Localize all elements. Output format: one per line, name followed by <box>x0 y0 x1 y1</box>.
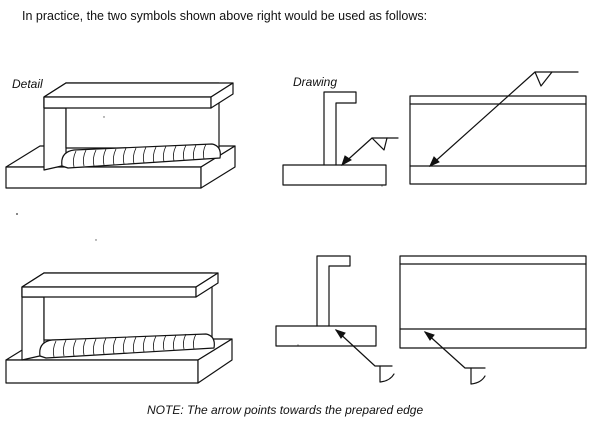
detail-label: Detail <box>12 77 43 91</box>
drawing-top-side-leader <box>429 71 579 167</box>
drawing-top-end-leader <box>341 137 399 166</box>
detail-top-weld-bead <box>61 143 221 169</box>
drawing-top-end-weld-symbol <box>371 137 388 151</box>
drawing-bottom-end-plate <box>275 325 377 347</box>
drawing-bottom-side-view <box>399 255 587 385</box>
drawing-bottom-side-leader <box>424 331 486 369</box>
drawing-bottom-side-weld-symbol <box>470 367 486 385</box>
drawing-bottom-side-outline <box>399 255 587 349</box>
detail-top-plate-side <box>200 145 236 189</box>
drawing-bottom-side-arrowhead <box>423 331 435 341</box>
detail-bottom-illustration <box>5 272 233 384</box>
detail-bottom-flange-side <box>195 272 219 298</box>
scan-specks <box>16 116 383 346</box>
drawing-top-end-section <box>323 91 357 166</box>
drawing-label: Drawing <box>293 75 338 89</box>
drawing-top-end-arrowhead <box>341 155 352 167</box>
drawing-top-side-weld-symbol <box>534 71 553 87</box>
drawing-bottom-end-weld-symbol <box>379 365 395 383</box>
detail-bottom-flange-front <box>21 286 197 298</box>
drawing-top-end-view <box>282 91 399 186</box>
detail-top-illustration <box>5 82 236 189</box>
detail-top-flange-front <box>43 96 212 109</box>
drawing-bottom-end-section <box>316 255 351 327</box>
detail-top-flange-top <box>43 82 234 98</box>
detail-bottom-flange-top <box>21 272 219 288</box>
detail-top-flange-side <box>210 82 234 109</box>
detail-bottom-weld-ripples <box>52 333 197 358</box>
drawing-bottom-end-view <box>275 255 395 383</box>
drawing-bottom-end-arrowhead <box>334 329 346 339</box>
drawing-top-end-plate <box>282 164 387 186</box>
drawing-top-side-outline <box>409 95 587 185</box>
drawing-top-side-arrowhead <box>429 156 440 167</box>
drawing-bottom-end-leader <box>335 329 393 367</box>
detail-bottom-plate-side <box>197 338 233 384</box>
detail-top-plate-front <box>5 166 202 189</box>
detail-bottom-plate-front <box>5 359 199 384</box>
intro-text: In practice, the two symbols shown above… <box>22 9 428 23</box>
note-text: NOTE: The arrow points towards the prepa… <box>147 403 424 417</box>
detail-top-weld-ripples <box>72 143 207 168</box>
drawing-top-side-view <box>409 71 587 185</box>
